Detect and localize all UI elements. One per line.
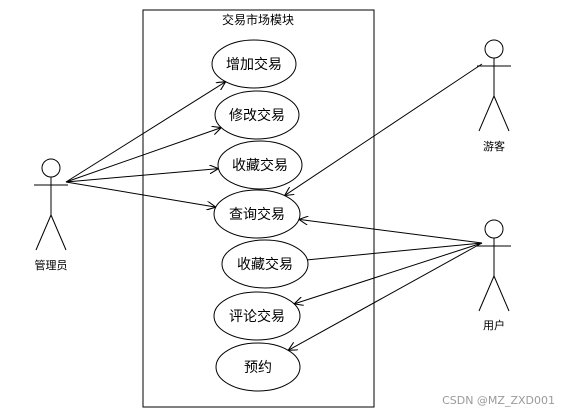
actor-admin[interactable]: 管理员	[34, 158, 68, 272]
association-admin-uc-add	[65, 82, 226, 183]
use-case-label: 增加交易	[226, 56, 282, 73]
use-case-modify-trade[interactable]: 修改交易	[214, 90, 300, 140]
use-case-collect-trade-2[interactable]: 收藏交易	[221, 239, 309, 289]
actor-label: 用户	[483, 318, 505, 332]
use-case-label: 查询交易	[229, 206, 285, 223]
use-case-comment-trade[interactable]: 评论交易	[213, 291, 301, 341]
use-case-add-trade[interactable]: 增加交易	[211, 39, 297, 89]
stick-figure-icon	[34, 158, 68, 251]
use-case-query-trade[interactable]: 查询交易	[213, 189, 301, 239]
association-visitor-uc-query	[285, 63, 483, 196]
use-case-label: 预约	[244, 360, 272, 376]
actor-visitor[interactable]: 游客	[477, 39, 511, 153]
stick-figure-icon	[477, 39, 511, 132]
use-case-label: 修改交易	[229, 107, 285, 124]
watermark: CSDN @MZ_ZXD001	[442, 394, 555, 407]
use-case-label: 收藏交易	[232, 157, 288, 174]
system-boundary	[142, 9, 375, 408]
association-user-uc-collect-2	[307, 242, 483, 261]
actor-label: 游客	[483, 139, 505, 153]
association-user-uc-query	[299, 219, 483, 244]
stick-figure-icon	[477, 219, 511, 312]
association-user-uc-comment	[294, 242, 483, 304]
association-admin-uc-query	[65, 181, 216, 207]
use-case-label: 评论交易	[229, 308, 285, 325]
association-admin-uc-collect-1	[65, 169, 219, 183]
use-case-label: 收藏交易	[237, 256, 293, 273]
use-case-reserve[interactable]: 预约	[215, 342, 301, 392]
association-admin-uc-modify	[65, 128, 221, 183]
use-case-collect-trade-1[interactable]: 收藏交易	[217, 140, 303, 190]
association-user-uc-reserve	[288, 242, 483, 350]
system-title: 交易市场模块	[222, 12, 294, 27]
associations	[65, 63, 483, 350]
actor-user[interactable]: 用户	[477, 219, 511, 332]
actor-label: 管理员	[35, 258, 68, 272]
